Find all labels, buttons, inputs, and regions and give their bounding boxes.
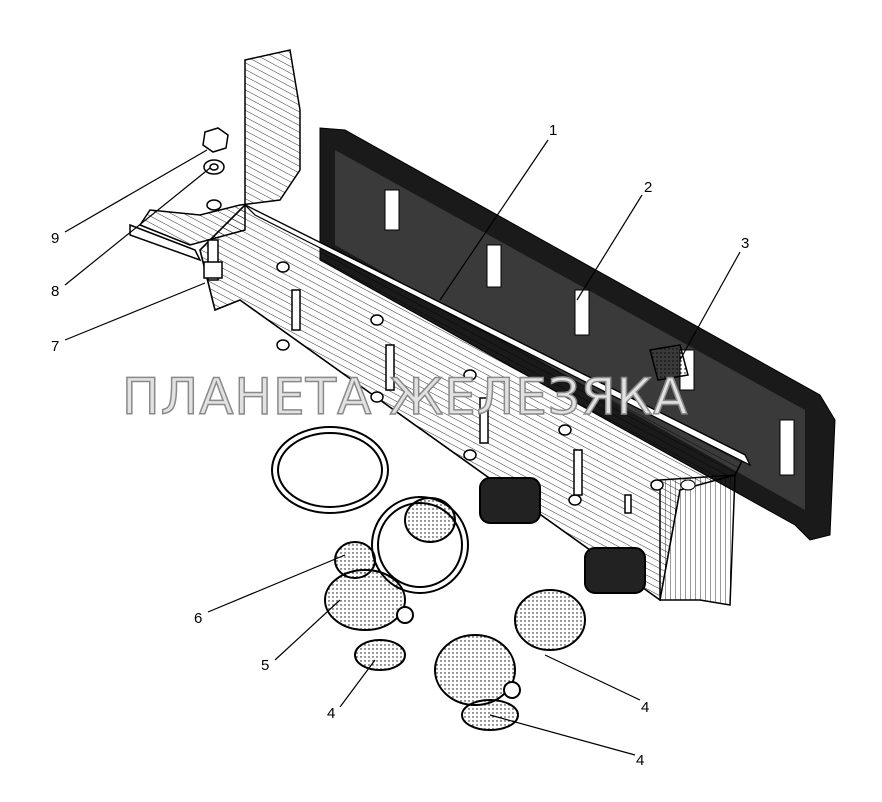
buffer-beam	[199, 204, 752, 606]
leader-lines	[64, 139, 741, 756]
watermark: ПЛАНЕТА ЖЕЛЕЗЯКА	[121, 367, 689, 427]
callout-5: 5	[261, 657, 270, 674]
callout-2: 2	[644, 179, 653, 196]
towing-hooks	[271, 426, 646, 731]
callout-1: 1	[549, 122, 558, 139]
callout-4: 4	[327, 705, 336, 722]
callout-4: 4	[636, 752, 645, 769]
callout-3: 3	[741, 235, 750, 252]
callout-8: 8	[51, 283, 60, 300]
callout-9: 9	[51, 230, 60, 247]
callout-6: 6	[194, 610, 203, 627]
fasteners	[202, 127, 689, 381]
callout-7: 7	[51, 338, 60, 355]
callout-4: 4	[641, 699, 650, 716]
mounting-bracket	[129, 49, 301, 262]
